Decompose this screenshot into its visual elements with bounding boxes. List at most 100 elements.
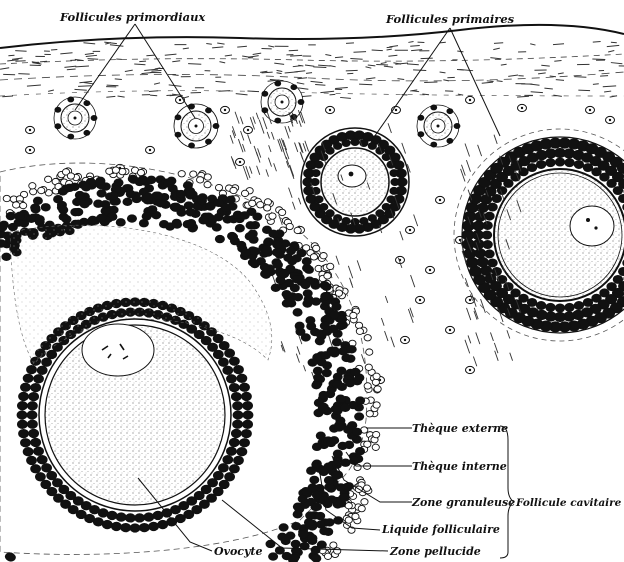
granulosa-cell <box>53 195 63 203</box>
cortex-fiber <box>206 44 212 45</box>
granulosa-cell <box>304 295 314 303</box>
cortex-fiber <box>487 81 494 82</box>
granulosa-cell <box>368 142 376 149</box>
theca-interna-cell <box>373 431 380 437</box>
granulosa-cell <box>347 345 357 353</box>
cortex-fiber <box>289 50 298 51</box>
granulosa-cell <box>205 202 215 210</box>
granulosa-cell <box>483 221 493 229</box>
granulosa-cell <box>376 210 384 217</box>
follicle-cell <box>68 97 74 102</box>
primordial-follicle <box>417 105 460 147</box>
cortex-fiber <box>318 65 330 66</box>
granulosa-cell <box>345 379 355 387</box>
corona-radiata-cell <box>27 420 37 429</box>
granulosa-cell <box>312 443 322 451</box>
corona-radiata-cell <box>27 456 37 465</box>
corona-radiata-cell <box>233 365 243 374</box>
label-zone-pellucide: Zone pellucide <box>389 545 481 558</box>
theca-fiber <box>357 260 361 270</box>
granulosa-cell <box>342 217 350 224</box>
theca-fiber <box>274 163 277 171</box>
theca-fiber <box>507 330 510 338</box>
follicle-cell <box>213 123 219 128</box>
follicle-cell <box>447 138 453 143</box>
corona-radiata-cell <box>208 343 218 352</box>
theca-fiber <box>336 256 339 265</box>
theca-interna-cell <box>204 181 211 187</box>
granulosa-cell <box>565 303 575 311</box>
label-zone-granuleuse: Zone granuleuse <box>411 496 515 509</box>
granulosa-cell <box>322 369 332 377</box>
theca-interna-cell <box>249 200 256 206</box>
theca-fiber <box>279 215 283 225</box>
granulosa-cell <box>126 190 136 198</box>
granulosa-cell <box>327 347 337 355</box>
cell-nucleus <box>409 229 411 231</box>
corona-radiata-cell <box>31 383 41 392</box>
cell-nucleus <box>609 119 611 121</box>
granulosa-cell <box>292 275 302 283</box>
cortex-fiber <box>497 81 503 82</box>
cell-nucleus <box>29 129 31 131</box>
cortex-fiber <box>574 77 586 78</box>
granulosa-cell <box>618 267 624 275</box>
cortex-fiber <box>165 54 177 55</box>
theca-fiber <box>230 135 233 143</box>
granulosa-cell <box>241 248 251 256</box>
corona-radiata-cell <box>233 420 243 429</box>
granulosa-cell <box>600 173 610 181</box>
cortex-fiber <box>64 66 76 67</box>
granulosa-cell <box>176 190 186 198</box>
granulosa-cell <box>536 160 546 168</box>
granulosa-cell <box>355 447 365 455</box>
corona-radiata-cell <box>31 438 41 447</box>
cortex-fiber <box>410 45 419 46</box>
theca-fiber <box>259 120 264 134</box>
cortex-fiber <box>150 95 157 96</box>
theca-interna-cell <box>13 202 20 208</box>
corona-radiata-cell <box>237 447 247 456</box>
corona-radiata-cell <box>116 513 126 522</box>
granulosa-cell <box>184 201 194 209</box>
theca-fiber <box>473 357 476 367</box>
granulosa-cell <box>340 404 350 412</box>
theca-interna-cell <box>112 167 119 173</box>
granulosa-cell <box>536 301 546 309</box>
corona-radiata-cell <box>17 411 27 420</box>
cortex-fiber <box>387 49 392 50</box>
theca-fiber <box>257 166 260 175</box>
granulosa-cell <box>311 178 319 185</box>
granulosa-cell <box>138 175 148 183</box>
follicle-cell <box>454 123 460 128</box>
granulosa-cell <box>326 210 334 217</box>
theca-fiber <box>466 160 470 172</box>
label-primordial-follicles: Follicules primordiaux <box>59 10 205 24</box>
cortex-fiber <box>294 71 305 72</box>
corona-radiata-cell <box>231 429 241 438</box>
corona-radiata-cell <box>243 401 253 410</box>
corona-radiata-cell <box>225 349 235 358</box>
cell-nucleus <box>589 109 591 111</box>
theca-fiber <box>288 126 290 132</box>
cortex-fiber <box>87 59 98 60</box>
cortex-fiber <box>490 58 501 59</box>
cortex-fiber <box>172 61 180 62</box>
follicle-cell <box>431 142 437 147</box>
primordial-follicle <box>54 97 97 139</box>
granulosa-cell <box>223 215 233 223</box>
theca-interna-cell <box>330 542 337 548</box>
theca-fiber <box>271 132 274 140</box>
theca-fiber <box>411 275 415 287</box>
theca-interna-cell <box>366 411 373 417</box>
corona-radiata-cell <box>240 438 250 447</box>
theca-interna-cell <box>320 252 327 258</box>
label-ovocyte: Ovocyte <box>214 545 262 558</box>
granulosa-cell <box>574 160 584 168</box>
cortex-fiber <box>558 73 564 74</box>
granulosa-cell <box>95 177 105 185</box>
corona-radiata-cell <box>229 357 239 366</box>
corona-radiata-cell <box>135 514 145 523</box>
theca-fiber <box>465 340 470 354</box>
theca-fiber <box>351 281 353 287</box>
